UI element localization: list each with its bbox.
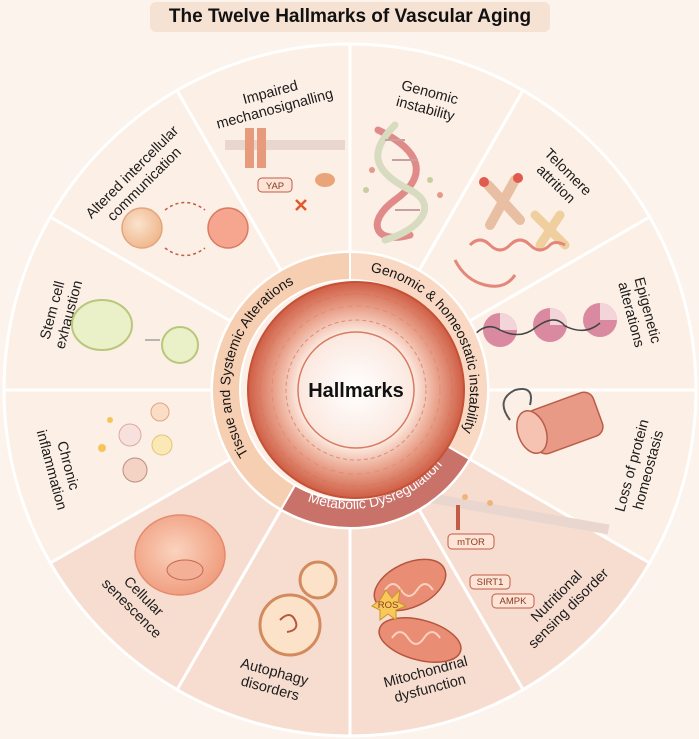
stem-cell-illustration	[71, 299, 199, 364]
intercellular-cells-illustration	[121, 201, 249, 257]
category-arc-tissue	[211, 250, 351, 511]
mechanosignalling-illustration: YAP	[225, 128, 345, 211]
nutrient-sensing-illustration: mTOR SIRT1 AMPK	[420, 491, 610, 609]
ampk-label: AMPK	[500, 596, 528, 607]
autophagosome-illustration	[258, 560, 338, 657]
page-title: The Twelve Hallmarks of Vascular Aging	[168, 6, 532, 27]
title-banner: The Twelve Hallmarks of Vascular Aging	[150, 2, 550, 32]
senescent-cell-illustration	[134, 514, 226, 596]
ros-label: ROS	[378, 600, 399, 611]
inflammation-cells-illustration	[98, 402, 173, 483]
dna-helix-illustration	[363, 121, 443, 244]
sirt1-label: SIRT1	[477, 577, 504, 588]
vessel-lumen	[297, 331, 415, 449]
center-label: Hallmarks	[308, 380, 404, 402]
illustrations: mTOR SIRT1 AMPK ROS	[71, 121, 617, 663]
proteasome-illustration	[502, 388, 604, 455]
mtor-label: mTOR	[457, 537, 485, 548]
chromosome-illustration	[453, 173, 570, 288]
mitochondria-illustration: ROS	[371, 558, 462, 663]
nucleosome-illustration	[469, 303, 617, 347]
yap-label: YAP	[266, 181, 284, 192]
